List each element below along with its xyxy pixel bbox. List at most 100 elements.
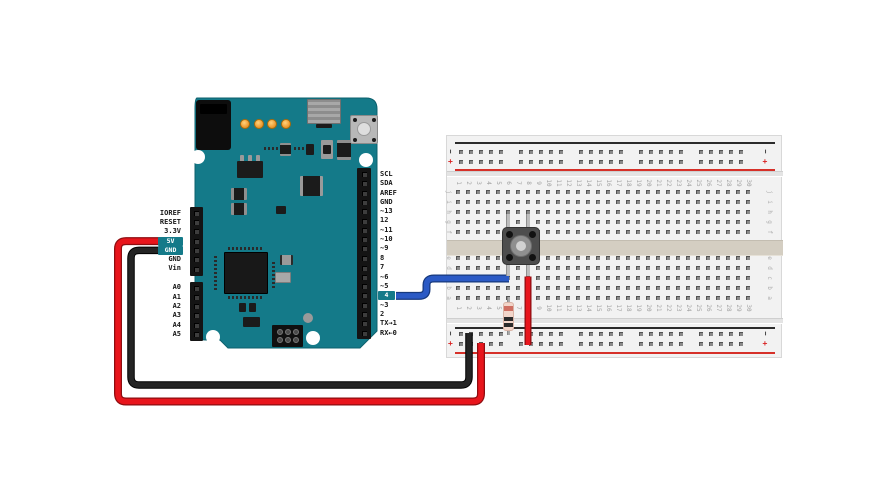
rail-hole bbox=[699, 342, 703, 346]
breadboard-hole bbox=[566, 230, 570, 234]
breadboard-hole bbox=[486, 200, 490, 204]
breadboard-hole bbox=[746, 230, 750, 234]
breadboard-hole bbox=[486, 286, 490, 290]
rail-hole bbox=[519, 342, 523, 346]
rail-hole bbox=[549, 149, 553, 154]
rail-hole bbox=[549, 342, 553, 346]
breadboard-hole bbox=[546, 276, 550, 280]
breadboard-hole bbox=[596, 200, 600, 204]
breadboard-hole bbox=[676, 230, 680, 234]
rail-hole bbox=[619, 342, 623, 346]
pin-label-TX1: TX→1 bbox=[380, 319, 397, 328]
breadboard-hole bbox=[666, 276, 670, 280]
breadboard-hole bbox=[586, 276, 590, 280]
rail-hole bbox=[659, 342, 663, 346]
rail-hole bbox=[619, 332, 623, 336]
breadboard-hole bbox=[606, 190, 610, 194]
breadboard-hole bbox=[536, 296, 540, 300]
breadboard-hole bbox=[676, 296, 680, 300]
breadboard-hole bbox=[616, 296, 620, 300]
breadboard-hole bbox=[536, 220, 540, 224]
breadboard-hole bbox=[516, 190, 520, 194]
rail-hole bbox=[579, 149, 583, 154]
breadboard-hole bbox=[636, 296, 640, 300]
breadboard-hole bbox=[736, 200, 740, 204]
pushbutton-cap bbox=[516, 241, 526, 251]
breadboard-hole bbox=[676, 276, 680, 280]
rail-hole bbox=[499, 342, 503, 346]
rail-hole bbox=[459, 332, 463, 336]
breadboard-hole bbox=[696, 210, 700, 214]
breadboard-hole bbox=[546, 220, 550, 224]
breadboard-hole bbox=[556, 256, 560, 260]
rail-hole bbox=[589, 342, 593, 346]
highlighted-pin-GND: GND bbox=[158, 245, 183, 255]
breadboard-hole bbox=[696, 276, 700, 280]
breadboard-hole bbox=[556, 286, 560, 290]
rail-hole bbox=[649, 149, 653, 154]
resistor-band bbox=[503, 323, 513, 327]
breadboard-hole bbox=[696, 266, 700, 270]
breadboard-hole bbox=[506, 200, 510, 204]
breadboard-hole bbox=[466, 200, 470, 204]
breadboard-hole bbox=[636, 266, 640, 270]
rail-hole bbox=[469, 159, 473, 164]
pushbutton-ring bbox=[510, 235, 532, 257]
rail-hole bbox=[559, 342, 563, 346]
breadboard-hole bbox=[646, 190, 650, 194]
breadboard-hole bbox=[546, 210, 550, 214]
pin-label-AREF: AREF bbox=[380, 188, 397, 197]
rail-hole bbox=[499, 332, 503, 336]
breadboard-hole bbox=[476, 200, 480, 204]
breadboard-hole bbox=[656, 266, 660, 270]
breadboard-hole bbox=[516, 210, 520, 214]
breadboard-hole bbox=[466, 266, 470, 270]
breadboard-hole bbox=[606, 220, 610, 224]
pin-label-A1: A1 bbox=[172, 292, 181, 301]
breadboard-hole bbox=[546, 230, 550, 234]
breadboard-hole bbox=[706, 220, 710, 224]
pin-label-~10: ~10 bbox=[380, 235, 393, 243]
rail-hole bbox=[559, 159, 563, 164]
rail-hole bbox=[649, 159, 653, 164]
breadboard-hole bbox=[576, 200, 580, 204]
breadboard-hole bbox=[626, 256, 630, 260]
5v-wire-edge bbox=[114, 237, 485, 406]
breadboard-hole bbox=[706, 256, 710, 260]
breadboard-hole bbox=[586, 230, 590, 234]
rail-hole bbox=[559, 332, 563, 336]
rail-hole bbox=[639, 332, 643, 336]
pushbutton-leg bbox=[526, 214, 530, 229]
pin-label-GND: GND bbox=[380, 197, 393, 206]
breadboard-hole bbox=[586, 190, 590, 194]
breadboard-hole bbox=[726, 210, 730, 214]
breadboard-hole bbox=[456, 266, 460, 270]
top-rail-positive-line bbox=[455, 168, 775, 171]
breadboard-hole bbox=[676, 256, 680, 260]
signal-wire bbox=[396, 275, 509, 299]
breadboard-hole bbox=[716, 200, 720, 204]
breadboard-hole bbox=[706, 276, 710, 280]
rail-hole bbox=[459, 342, 463, 346]
breadboard-hole bbox=[476, 256, 480, 260]
breadboard-hole bbox=[646, 276, 650, 280]
breadboard-hole bbox=[606, 286, 610, 290]
breadboard-hole bbox=[746, 276, 750, 280]
rail-hole bbox=[459, 159, 463, 164]
breadboard-hole bbox=[606, 266, 610, 270]
pushbutton-corner-pin bbox=[506, 231, 513, 238]
breadboard-hole bbox=[686, 266, 690, 270]
rail-hole bbox=[739, 159, 743, 164]
breadboard-hole bbox=[546, 266, 550, 270]
breadboard-hole bbox=[726, 190, 730, 194]
rail-hole bbox=[479, 332, 483, 336]
breadboard-hole bbox=[636, 220, 640, 224]
pushbutton-leg bbox=[506, 214, 510, 229]
breadboard-hole bbox=[646, 200, 650, 204]
breadboard-hole bbox=[716, 266, 720, 270]
breadboard-hole bbox=[456, 210, 460, 214]
breadboard-hole bbox=[546, 296, 550, 300]
breadboard-hole bbox=[546, 286, 550, 290]
rail-hole bbox=[709, 332, 713, 336]
rail-hole bbox=[639, 149, 643, 154]
